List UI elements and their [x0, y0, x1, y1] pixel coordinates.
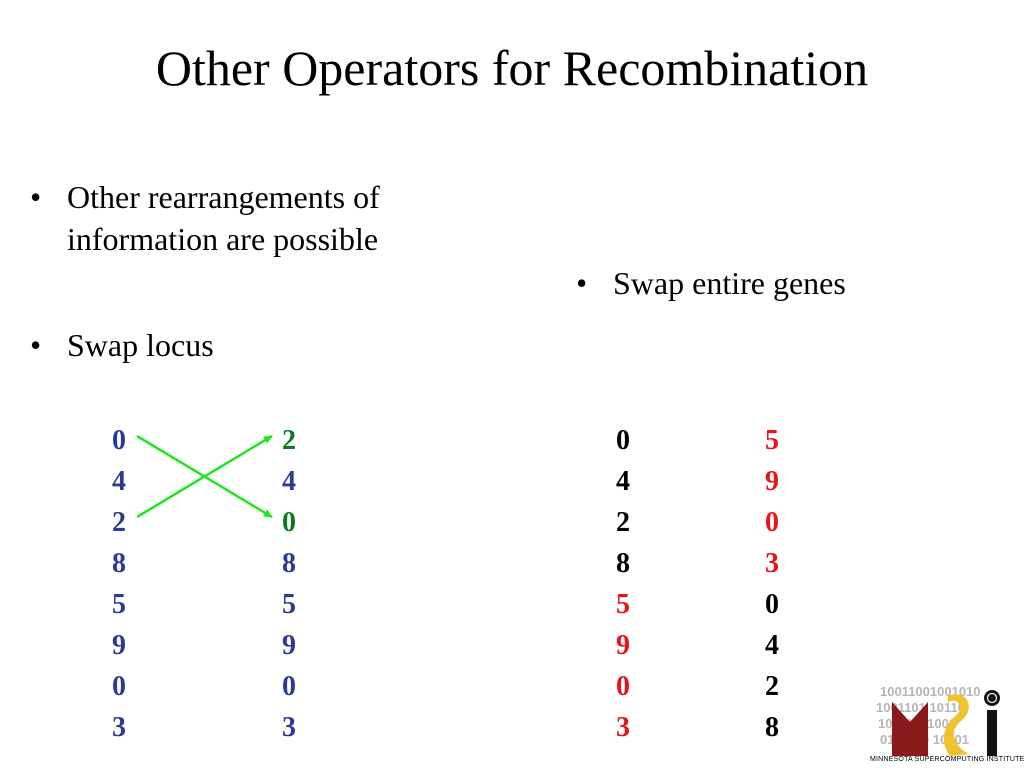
bullet-swap-genes: • Swap entire genes: [576, 263, 956, 305]
bullet-rearrangements-line1: Other rearrangements of: [67, 179, 380, 215]
locus-after-digit: 0: [282, 671, 296, 702]
locus-after-digit-swapped: 2: [282, 425, 296, 456]
locus-after-digit: 4: [282, 466, 296, 497]
genes-before-digit-swapped: 9: [616, 630, 630, 661]
genes-after-digit-swapped: 9: [765, 466, 779, 497]
genes-after-digit-swapped: 0: [765, 507, 779, 538]
genes-after-digit: 4: [765, 630, 779, 661]
genes-after-digit: 2: [765, 671, 779, 702]
locus-before-digit: 2: [112, 507, 126, 538]
locus-before-digit: 4: [112, 466, 126, 497]
genes-after-digit-swapped: 3: [765, 548, 779, 579]
bullet-dot: •: [576, 265, 588, 301]
locus-after-digit: 9: [282, 630, 296, 661]
logo-binary-row: 10011001001010: [880, 684, 981, 699]
genes-after-digit: 8: [765, 712, 779, 743]
bullet-swap-locus: • Swap locus: [30, 325, 330, 367]
genes-before-digit: 0: [616, 425, 630, 456]
locus-before-digit: 9: [112, 630, 126, 661]
locus-before-digit: 0: [112, 425, 126, 456]
locus-before-column: 0 4 2 8 5 9 0 3: [112, 420, 142, 748]
genes-after-digit: 0: [765, 589, 779, 620]
msi-logo-icon: 10011001001010 1001101 10110 10011011001…: [876, 684, 1000, 756]
genes-before-column: 0 4 2 8 5 9 0 3: [616, 420, 646, 748]
locus-after-column: 2 4 0 8 5 9 0 3: [282, 420, 312, 748]
locus-before-digit: 3: [112, 712, 126, 743]
locus-after-digit-swapped: 0: [282, 507, 296, 538]
bullet-swap-genes-label: Swap entire genes: [613, 265, 846, 301]
bullet-dot: •: [30, 179, 42, 215]
genes-after-digit-swapped: 5: [765, 425, 779, 456]
locus-before-digit: 0: [112, 671, 126, 702]
bullet-rearrangements-line2: information are possible: [67, 221, 379, 257]
locus-before-digit: 5: [112, 589, 126, 620]
locus-after-digit: 5: [282, 589, 296, 620]
locus-after-digit: 3: [282, 712, 296, 743]
bullet-swap-locus-label: Swap locus: [67, 327, 214, 363]
locus-before-digit: 8: [112, 548, 126, 579]
arrow-bottom-to-top: [136, 434, 273, 519]
genes-before-digit: 2: [616, 507, 630, 538]
genes-after-column: 5 9 0 3 0 4 2 8: [765, 420, 795, 748]
bullet-dot: •: [30, 327, 42, 363]
genes-before-digit: 4: [616, 466, 630, 497]
locus-after-digit: 8: [282, 548, 296, 579]
genes-before-digit: 8: [616, 548, 630, 579]
genes-before-digit-swapped: 3: [616, 712, 630, 743]
bullet-rearrangements: • Other rearrangements of information ar…: [30, 177, 500, 261]
logo-caption: MINNESOTA SUPERCOMPUTING INSTITUTE: [870, 756, 1024, 763]
genes-before-digit-swapped: 5: [616, 589, 630, 620]
genes-before-digit-swapped: 0: [616, 671, 630, 702]
page-title: Other Operators for Recombination: [155, 40, 869, 96]
